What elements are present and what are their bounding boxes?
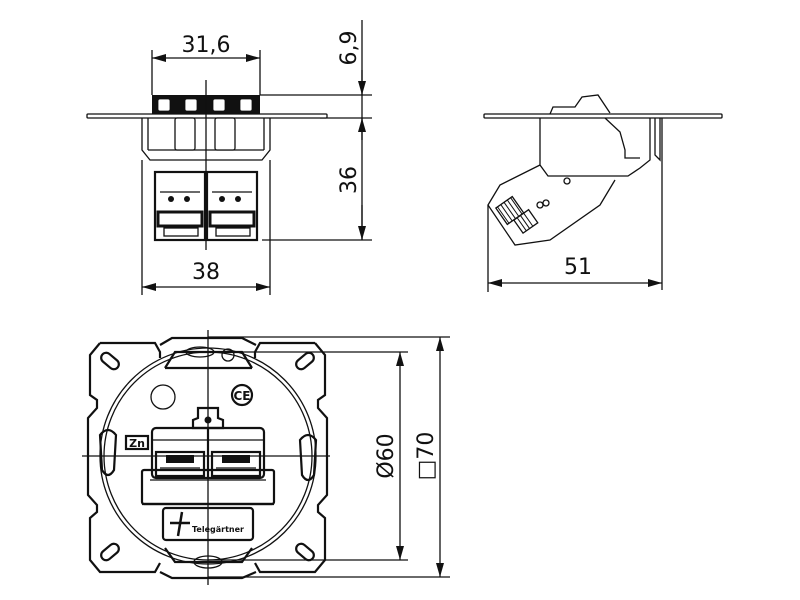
- dimension-depth: 36: [262, 166, 372, 241]
- dim-label-51: 51: [564, 255, 592, 280]
- mounting-hole: [150, 384, 176, 410]
- dimension-side-depth: 51: [488, 255, 662, 287]
- dim-label-70: □70: [414, 432, 439, 481]
- front-elevation-view: 31,6 6,9 36: [86, 20, 372, 295]
- dim-label-38: 38: [192, 260, 220, 285]
- dimension-body-width: 38: [141, 160, 271, 295]
- dim-label-6-9: 6,9: [337, 31, 362, 66]
- dim-label-60: Ø60: [374, 433, 399, 478]
- rj45-jack-left: [154, 450, 206, 478]
- dimension-circle-diameter: Ø60: [208, 351, 408, 561]
- ce-mark-icon: [230, 383, 254, 407]
- plan-view: CE Zn Telegärtner: [82, 330, 450, 585]
- dimension-frame-square: □70: [208, 336, 450, 578]
- dim-label-36: 36: [337, 166, 362, 194]
- dimension-top-width: 31,6: [151, 33, 261, 95]
- material-label-box: [124, 434, 150, 451]
- brand-logo-icon: [170, 511, 190, 537]
- rj45-jack-right: [210, 450, 262, 478]
- dim-label-31-6: 31,6: [182, 33, 231, 58]
- side-elevation-view: 51: [483, 94, 723, 292]
- brand-label: Telegärtner: [192, 525, 244, 534]
- brand-plate: [161, 506, 255, 542]
- material-label: Zn: [129, 437, 145, 450]
- dimension-flange-height: 6,9: [260, 20, 372, 240]
- ce-mark-text: CE: [233, 389, 250, 403]
